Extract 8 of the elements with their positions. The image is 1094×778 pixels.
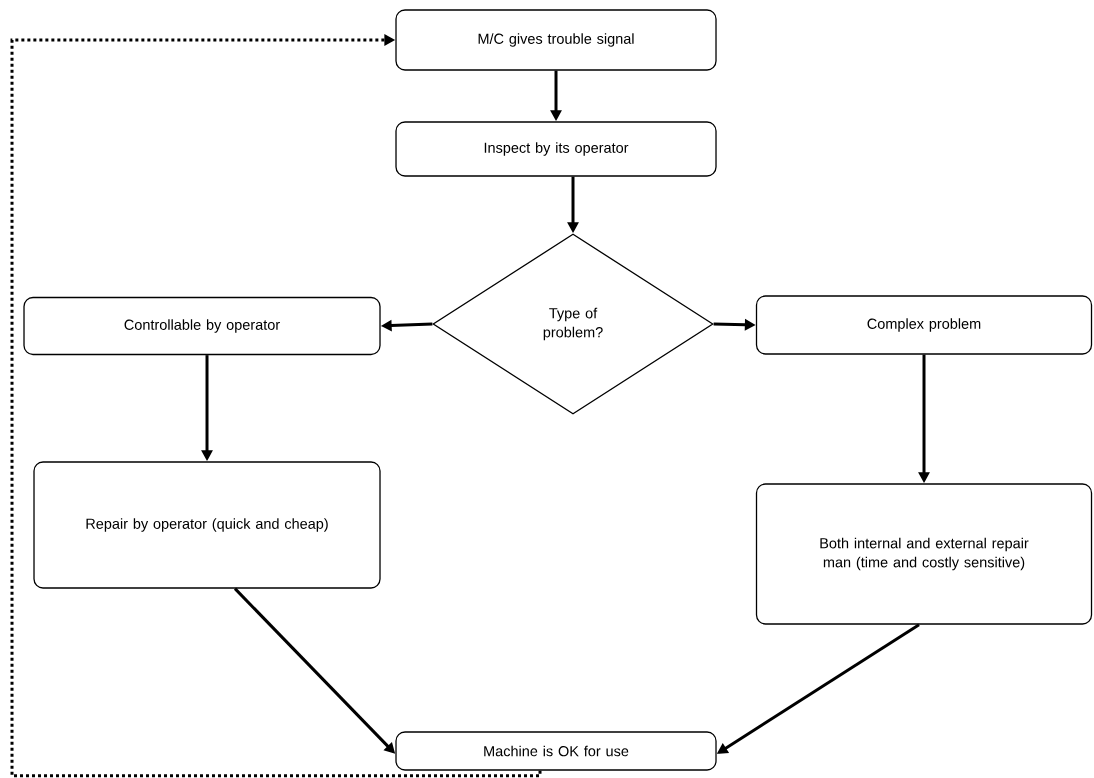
arrow	[10, 34, 542, 778]
process-box: Machine is OK for use	[395, 731, 717, 771]
process-box: Inspect by its operator	[395, 121, 717, 177]
process-box: Both internal and external repair man (time and costly sensitive)	[755, 483, 1093, 625]
process-box: Repair by operator (quick and cheap)	[33, 461, 381, 589]
process-box: Complex problem	[755, 295, 1093, 355]
process-box: Controllable by operator	[23, 296, 381, 356]
process-box: M/C gives trouble signal	[395, 9, 717, 71]
